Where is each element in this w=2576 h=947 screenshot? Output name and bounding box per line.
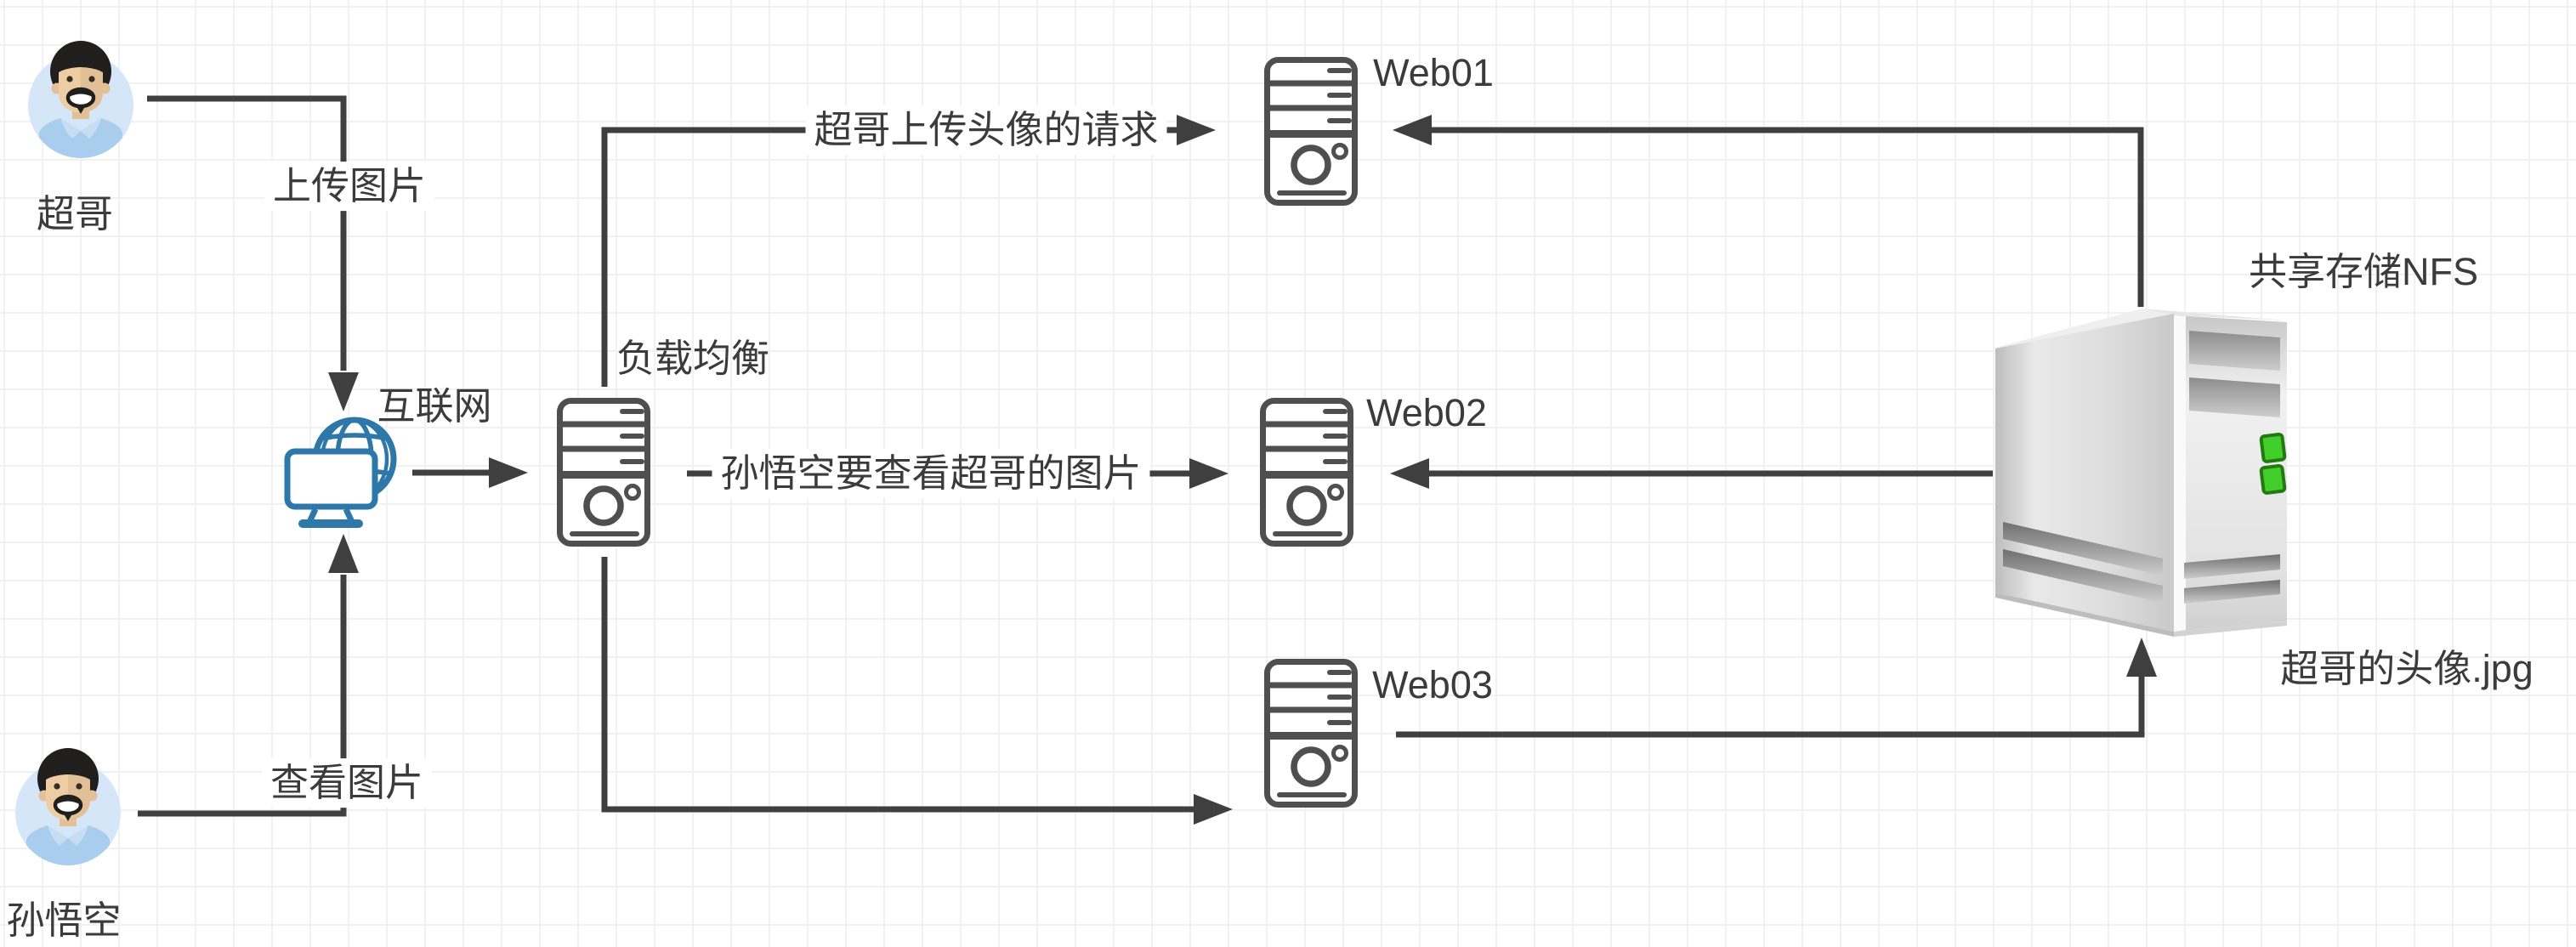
load-balancer-label: 负载均衡: [616, 337, 770, 381]
internet-icon[interactable]: [284, 417, 397, 528]
web02-label: Web02: [1366, 391, 1487, 435]
nfs-label: 共享存储NFS: [2248, 250, 2479, 294]
nfs-file-label: 超哥的头像.jpg: [2280, 647, 2533, 691]
vent-slat: [2003, 522, 2163, 576]
user-chao-avatar[interactable]: [28, 41, 133, 158]
led-green-icon: [2259, 463, 2287, 495]
nfs-storage-icon[interactable]: [1995, 309, 2287, 637]
arrowhead-right-icon: [1194, 794, 1233, 825]
web01-label: Web01: [1373, 51, 1494, 95]
edges-layer: [138, 95, 2157, 825]
led-green-icon: [2259, 432, 2287, 463]
edge-request-view-label: 孙悟空要查看超哥的图片: [712, 449, 1150, 498]
web03-server-icon[interactable]: [1268, 662, 1355, 805]
vent-slat: [2184, 580, 2280, 604]
arrowhead-up-icon: [2126, 638, 2157, 677]
vent-slat: [2003, 549, 2163, 603]
edge-lb-web03[interactable]: [601, 557, 1233, 825]
load-balancer-server-icon[interactable]: [560, 401, 648, 544]
edge-web03-nfs[interactable]: [1396, 638, 2157, 738]
vent-slot: [2189, 377, 2280, 417]
vent-slot: [2189, 331, 2280, 371]
arrowhead-right-icon: [489, 457, 528, 488]
edge-view-label: 查看图片: [261, 758, 433, 808]
arrowhead-left-icon: [1393, 115, 1432, 145]
user-sun-label: 孙悟空: [6, 899, 122, 943]
arrowhead-right-icon: [1177, 115, 1216, 145]
edge-upload-label: 上传图片: [264, 162, 435, 211]
arrowhead-down-icon: [328, 372, 359, 411]
web01-server-icon[interactable]: [1268, 60, 1355, 203]
edge-sun-internet[interactable]: [138, 534, 359, 817]
edge-request-upload-label: 超哥上传头像的请求: [805, 105, 1167, 155]
edge-nfs-web01[interactable]: [1393, 115, 2144, 307]
user-sun-avatar[interactable]: [15, 748, 121, 865]
web02-server-icon[interactable]: [1263, 401, 1351, 544]
edge-nfs-web02[interactable]: [1390, 458, 1993, 489]
arrowhead-left-icon: [1390, 458, 1429, 489]
user-chao-label: 超哥: [36, 192, 114, 236]
arrowhead-right-icon: [1189, 458, 1228, 489]
internet-label: 互联网: [377, 384, 492, 428]
edge-internet-lb[interactable]: [412, 457, 528, 488]
edge-chao-internet[interactable]: [147, 95, 359, 411]
arrowhead-up-icon: [328, 534, 359, 573]
web03-label: Web03: [1372, 663, 1493, 707]
vent-slat: [2184, 554, 2280, 579]
